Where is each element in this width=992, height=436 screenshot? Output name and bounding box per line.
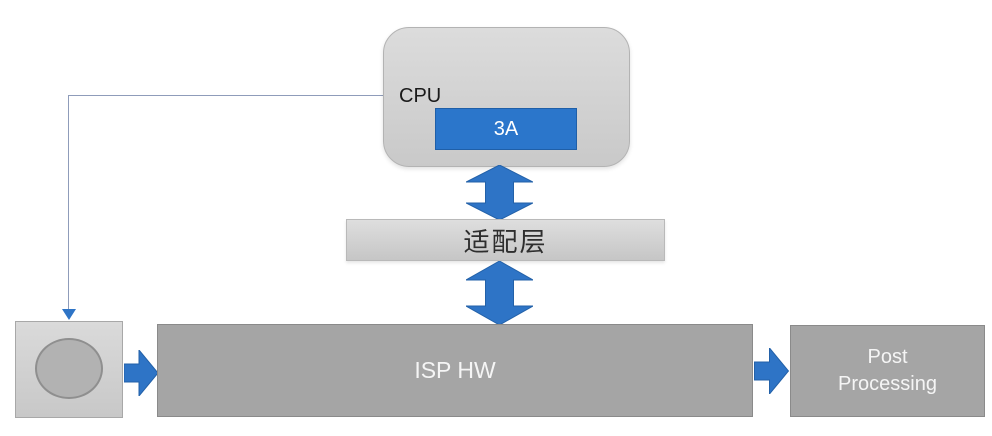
right-arrow-icon bbox=[754, 348, 789, 394]
three-a-label: 3A bbox=[493, 117, 519, 140]
sensor-lens-icon bbox=[35, 338, 103, 399]
post-processing-label: Post Processing bbox=[838, 346, 937, 395]
sensor-block bbox=[15, 321, 123, 418]
isp-hw-label: ISP HW bbox=[414, 357, 496, 383]
right-arrow-icon bbox=[124, 350, 158, 396]
down-arrowhead-icon bbox=[62, 309, 76, 320]
three-a-block: 3A bbox=[435, 108, 577, 150]
isp-hw-block: ISP HW bbox=[157, 324, 753, 417]
post-processing-block: Post Processing bbox=[790, 325, 985, 417]
up-down-arrow-icon bbox=[466, 165, 533, 220]
up-down-arrow-icon bbox=[466, 261, 533, 325]
cpu-to-sensor-connector-vertical bbox=[68, 95, 69, 311]
cpu-block: CPU 3A bbox=[383, 27, 630, 167]
cpu-to-sensor-connector-horizontal bbox=[68, 95, 383, 96]
adapter-layer-block: 适配层 bbox=[346, 219, 665, 261]
cpu-label: CPU bbox=[399, 85, 442, 107]
adapter-layer-label: 适配层 bbox=[463, 226, 548, 257]
